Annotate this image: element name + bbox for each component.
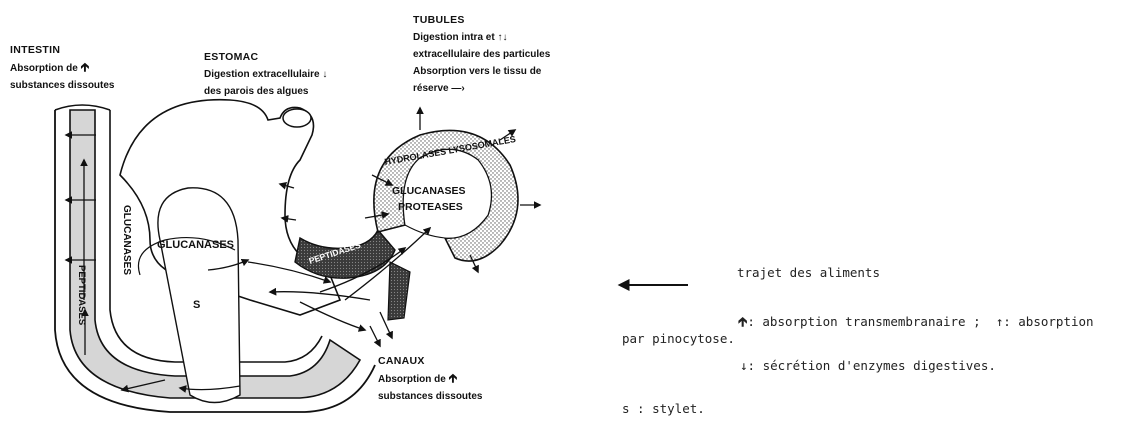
stylet-sac bbox=[158, 188, 240, 403]
up-arrow-icon: 🡱 bbox=[81, 60, 90, 74]
canaux-title: CANAUX bbox=[378, 353, 482, 370]
tubules-line2: extracellulaire des particules bbox=[413, 49, 550, 60]
intestin-line1: Absorption de bbox=[10, 63, 78, 74]
legend-trajet: trajet des aliments bbox=[737, 265, 880, 280]
estomac-label: ESTOMAC Digestion extracellulaire ↓ des … bbox=[204, 49, 327, 100]
label-glucanases-intestine: GLUCANASES bbox=[121, 205, 132, 275]
tubules-line3: Absorption vers le tissu de bbox=[413, 66, 541, 77]
up-down-arrows-icon: ↑↓ bbox=[497, 32, 507, 43]
legend-secretion: ↓: sécrétion d'enzymes digestives. bbox=[740, 358, 996, 373]
legend-absorption: 🡱: absorption transmembranaire ; ↑: abso… bbox=[622, 314, 1094, 347]
legend-trajet-text: trajet des aliments bbox=[737, 265, 880, 280]
down-arrow-icon: ↓ bbox=[740, 358, 748, 373]
legend-absorption-pino-b: par pinocytose. bbox=[622, 331, 735, 346]
label-proteases-tubule: PROTEASES bbox=[398, 201, 463, 213]
bold-up-arrow-icon: 🡱 bbox=[738, 315, 747, 330]
tubules-line1: Digestion intra et bbox=[413, 32, 495, 43]
label-stylet-s: S bbox=[193, 299, 200, 311]
label-glucanases-stomach: GLUCANASES bbox=[157, 239, 234, 251]
estomac-line2: des parois des algues bbox=[204, 86, 309, 97]
up-arrow-icon: 🡱 bbox=[449, 371, 458, 385]
right-arrow-icon: —› bbox=[451, 83, 464, 94]
intestin-label: INTESTIN Absorption de 🡱 substances diss… bbox=[10, 42, 114, 94]
intestin-title: INTESTIN bbox=[10, 42, 114, 59]
legend-absorption-trans: : absorption transmembranaire ; bbox=[747, 314, 980, 329]
legend-secretion-text: : sécrétion d'enzymes digestives. bbox=[748, 358, 996, 373]
intestin-line2: substances dissoutes bbox=[10, 80, 114, 91]
legend-stylet: s : stylet. bbox=[622, 401, 705, 416]
tubules-title: TUBULES bbox=[413, 12, 550, 29]
label-glucanases-tubule: GLUCANASES bbox=[392, 185, 466, 197]
down-arrow-icon: ↓ bbox=[322, 69, 327, 80]
legend-absorption-pino-a: : absorption bbox=[1003, 314, 1093, 329]
canaux-line2: substances dissoutes bbox=[378, 391, 482, 402]
tubules-label: TUBULES Digestion intra et ↑↓ extracellu… bbox=[413, 12, 550, 97]
estomac-line1: Digestion extracellulaire bbox=[204, 69, 320, 80]
arrow-duct-out-2 bbox=[370, 326, 380, 346]
estomac-title: ESTOMAC bbox=[204, 49, 327, 66]
legend-stylet-text: s : stylet. bbox=[622, 401, 705, 416]
tubules-line4: réserve bbox=[413, 83, 449, 94]
label-peptidases-intestine: PEPTIDASES bbox=[76, 265, 87, 325]
stomach-opening bbox=[283, 109, 311, 127]
arrow-stomach-exit bbox=[300, 302, 365, 330]
canaux-line1: Absorption de bbox=[378, 374, 446, 385]
duct-lower-dark bbox=[388, 262, 410, 320]
canaux-label: CANAUX Absorption de 🡱 substances dissou… bbox=[378, 353, 482, 405]
